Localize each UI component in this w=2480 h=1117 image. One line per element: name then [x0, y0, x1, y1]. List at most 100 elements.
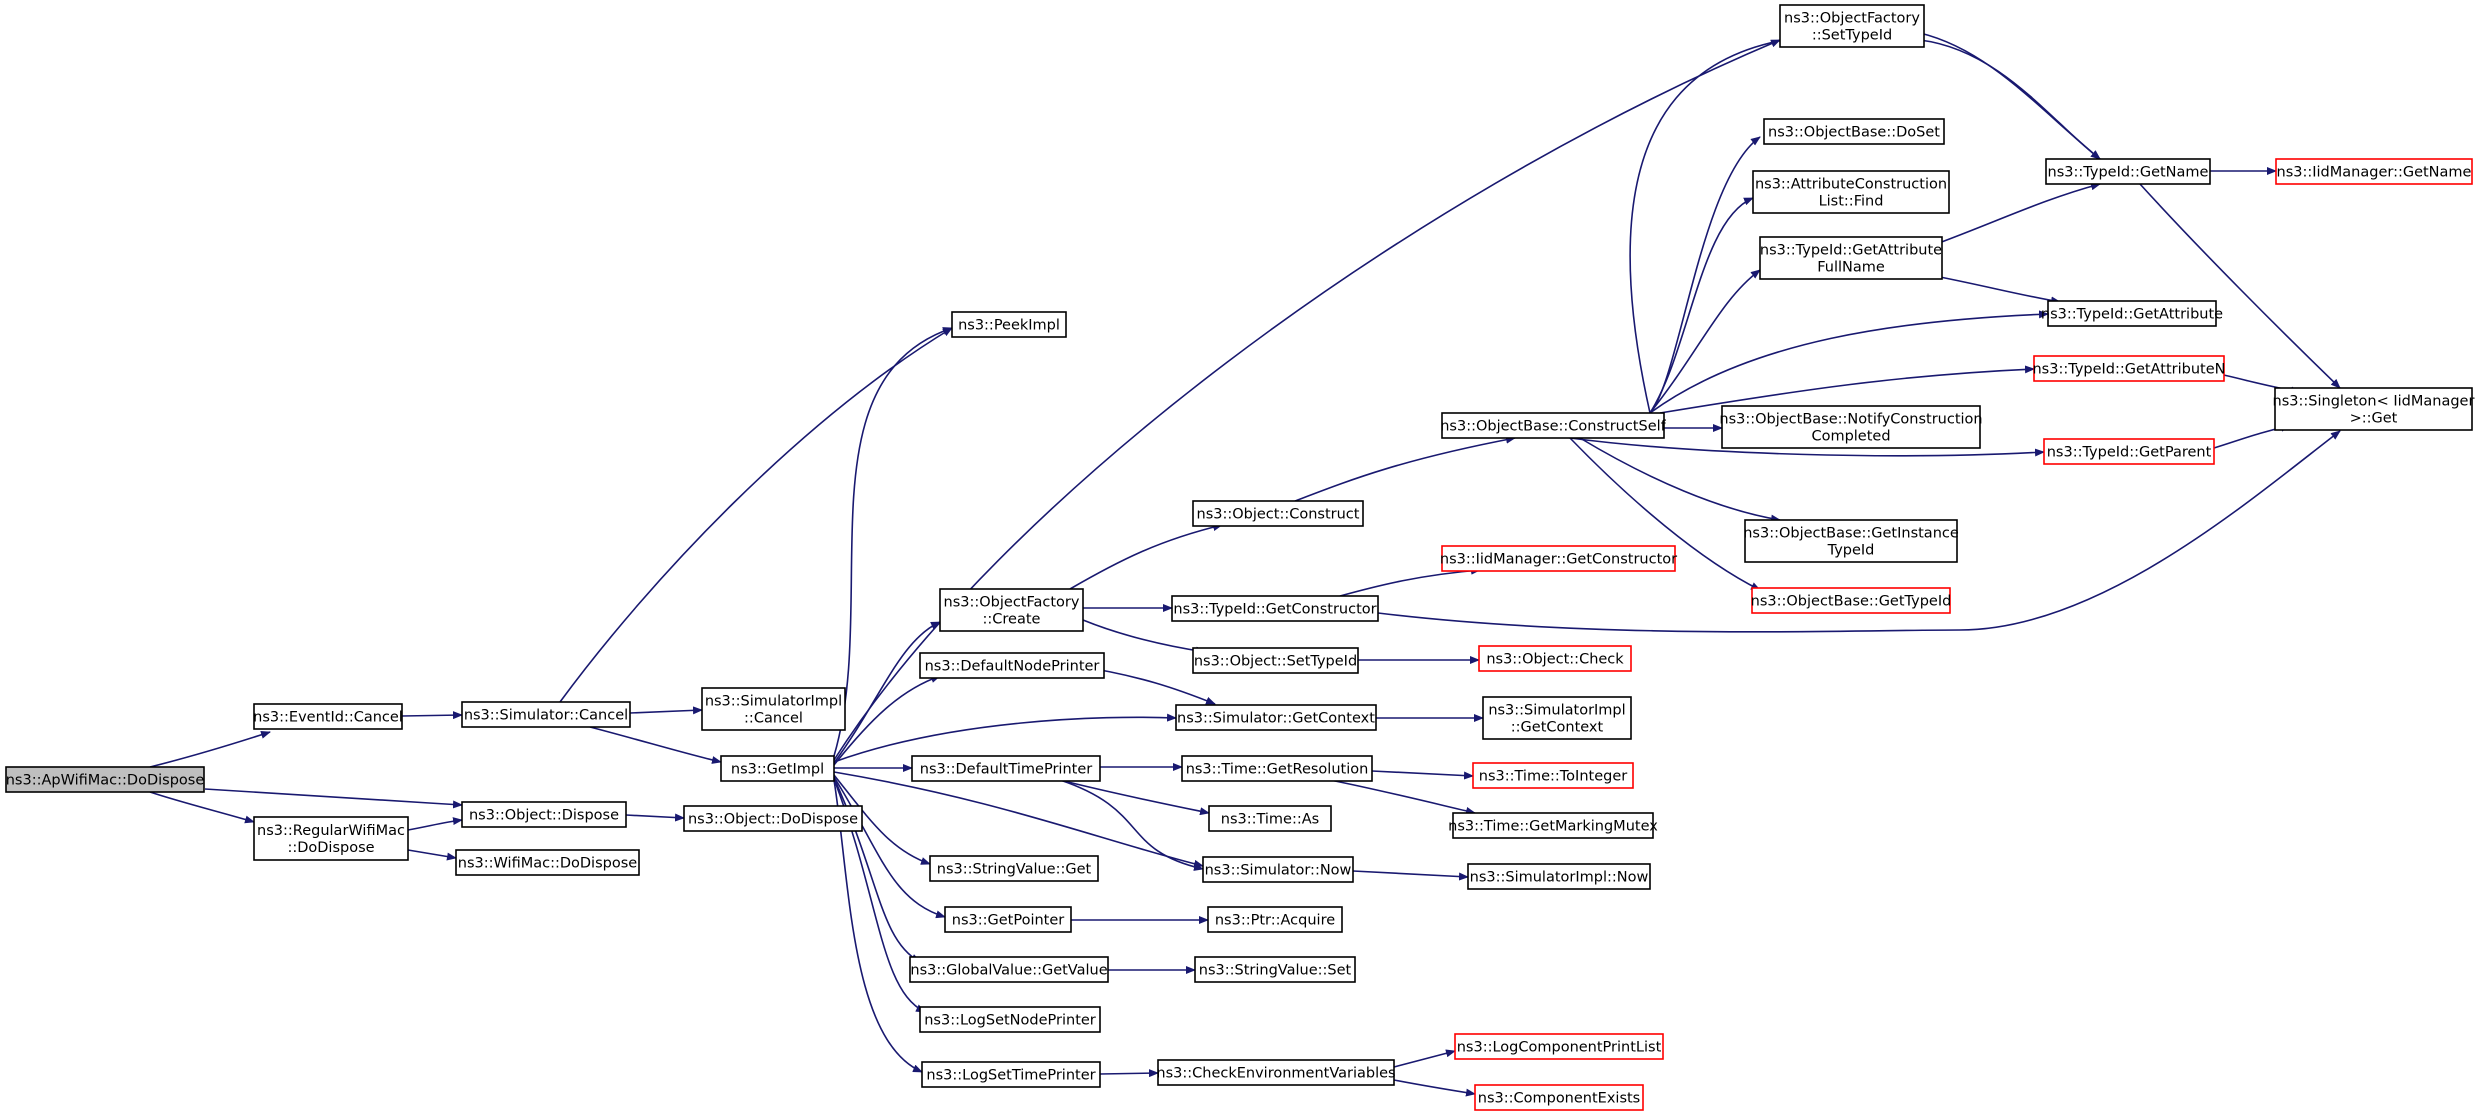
node-component_exists[interactable]: ns3::ComponentExists: [1474, 1084, 1644, 1111]
node-stringvalue_get[interactable]: ns3::StringValue::Get: [929, 855, 1099, 882]
node-singleton_get[interactable]: ns3::Singleton< IidManager>::Get: [2273, 387, 2475, 431]
node-box-time_getresolution[interactable]: [1181, 755, 1373, 782]
node-box-simimpl_now[interactable]: [1467, 863, 1651, 890]
node-stringvalue_set[interactable]: ns3::StringValue::Set: [1194, 956, 1356, 983]
node-simimpl_now[interactable]: ns3::SimulatorImpl::Now: [1467, 863, 1651, 890]
node-typeid_getattribute[interactable]: ns3::TypeId::GetAttribute: [2041, 300, 2223, 327]
node-box-root[interactable]: [5, 766, 205, 793]
node-box-stringvalue_set[interactable]: [1194, 956, 1356, 983]
node-getimpl[interactable]: ns3::GetImpl: [720, 755, 835, 782]
node-box-time_getmarkingmutex[interactable]: [1452, 812, 1654, 839]
node-logsetnodeprinter[interactable]: ns3::LogSetNodePrinter: [919, 1006, 1101, 1033]
node-box-peekimpl[interactable]: [951, 311, 1067, 338]
node-objbase_constructself[interactable]: ns3::ObjectBase::ConstructSelf: [1440, 412, 1667, 439]
node-box-default_node_printer[interactable]: [919, 652, 1105, 679]
node-iid_getconstructor[interactable]: ns3::IidManager::GetConstructor: [1440, 545, 1677, 572]
node-box-sim_now[interactable]: [1202, 856, 1354, 883]
node-box-objbase_gettypeid[interactable]: [1751, 587, 1951, 614]
node-box-obj_dispose[interactable]: [461, 801, 627, 828]
node-box-time_as[interactable]: [1208, 805, 1332, 832]
node-box-sim_getcontext[interactable]: [1175, 704, 1377, 731]
node-iid_getname[interactable]: ns3::IidManager::GetName: [2275, 158, 2473, 185]
node-box-objbase_doset[interactable]: [1763, 118, 1945, 145]
node-box-objfactory_create[interactable]: [939, 588, 1084, 632]
node-objbase_doset[interactable]: ns3::ObjectBase::DoSet: [1763, 118, 1945, 145]
node-box-simimpl_cancel[interactable]: [701, 687, 846, 731]
node-box-obj_dodispose[interactable]: [683, 805, 863, 832]
node-time_as[interactable]: ns3::Time::As: [1208, 805, 1332, 832]
node-globalvalue_getvalue[interactable]: ns3::GlobalValue::GetValue: [909, 956, 1109, 983]
node-objbase_notify[interactable]: ns3::ObjectBase::NotifyConstructionCompl…: [1719, 405, 1983, 449]
node-box-regwifi_dodispose[interactable]: [253, 816, 409, 861]
node-default_time_printer[interactable]: ns3::DefaultTimePrinter: [911, 755, 1101, 782]
node-default_node_printer[interactable]: ns3::DefaultNodePrinter: [919, 652, 1105, 679]
node-regwifi_dodispose[interactable]: ns3::RegularWifiMac::DoDispose: [253, 816, 409, 861]
node-box-wifimac_dodispose[interactable]: [455, 849, 640, 876]
node-box-objbase_notify[interactable]: [1721, 405, 1981, 449]
node-box-singleton_get[interactable]: [2274, 387, 2473, 431]
node-typeid_getparent[interactable]: ns3::TypeId::GetParent: [2043, 438, 2215, 465]
node-box-typeid_getname[interactable]: [2045, 158, 2211, 185]
node-box-globalvalue_getvalue[interactable]: [909, 956, 1109, 983]
node-logcomp_printlist[interactable]: ns3::LogComponentPrintList: [1454, 1033, 1664, 1060]
node-box-logsettimeprinter[interactable]: [921, 1061, 1101, 1088]
node-box-iid_getconstructor[interactable]: [1441, 545, 1676, 572]
node-objfactory_settypeid[interactable]: ns3::ObjectFactory::SetTypeId: [1779, 4, 1925, 48]
node-box-typeid_getattrfullname[interactable]: [1759, 236, 1943, 280]
node-box-sim_cancel[interactable]: [461, 701, 631, 728]
node-box-logsetnodeprinter[interactable]: [919, 1006, 1101, 1033]
node-obj_dodispose[interactable]: ns3::Object::DoDispose: [683, 805, 863, 832]
node-getpointer[interactable]: ns3::GetPointer: [944, 906, 1072, 933]
node-time_getmarkingmutex[interactable]: ns3::Time::GetMarkingMutex: [1448, 812, 1658, 839]
node-sim_getcontext[interactable]: ns3::Simulator::GetContext: [1175, 704, 1377, 731]
node-objbase_gettypeid[interactable]: ns3::ObjectBase::GetTypeId: [1751, 587, 1952, 614]
node-box-default_time_printer[interactable]: [911, 755, 1101, 782]
node-sim_now[interactable]: ns3::Simulator::Now: [1202, 856, 1354, 883]
node-box-getimpl[interactable]: [720, 755, 835, 782]
node-box-objbase_constructself[interactable]: [1441, 412, 1665, 439]
node-box-eventid_cancel[interactable]: [253, 703, 403, 730]
node-box-attrconstr_find[interactable]: [1752, 170, 1950, 214]
node-box-time_tointeger[interactable]: [1472, 762, 1634, 789]
node-objfactory_create[interactable]: ns3::ObjectFactory::Create: [939, 588, 1084, 632]
node-check_env[interactable]: ns3::CheckEnvironmentVariables: [1156, 1059, 1396, 1086]
node-box-check_env[interactable]: [1157, 1059, 1395, 1086]
node-box-typeid_getattribute[interactable]: [2047, 300, 2217, 327]
node-sim_cancel[interactable]: ns3::Simulator::Cancel: [461, 701, 631, 728]
node-box-obj_construct[interactable]: [1192, 500, 1364, 527]
node-typeid_getname[interactable]: ns3::TypeId::GetName: [2045, 158, 2211, 185]
node-box-typeid_getattributen[interactable]: [2033, 355, 2225, 382]
node-box-logcomp_printlist[interactable]: [1454, 1033, 1664, 1060]
node-box-component_exists[interactable]: [1474, 1084, 1644, 1111]
node-time_getresolution[interactable]: ns3::Time::GetResolution: [1181, 755, 1373, 782]
node-box-typeid_getparent[interactable]: [2043, 438, 2215, 465]
node-box-getpointer[interactable]: [944, 906, 1072, 933]
node-root[interactable]: ns3::ApWifiMac::DoDispose: [5, 766, 205, 793]
node-box-objfactory_settypeid[interactable]: [1779, 4, 1925, 48]
node-wifimac_dodispose[interactable]: ns3::WifiMac::DoDispose: [455, 849, 640, 876]
node-typeid_getattributen[interactable]: ns3::TypeId::GetAttributeN: [2032, 355, 2226, 382]
node-logsettimeprinter[interactable]: ns3::LogSetTimePrinter: [921, 1061, 1101, 1088]
node-typeid_getconstructor[interactable]: ns3::TypeId::GetConstructor: [1171, 595, 1379, 622]
node-box-iid_getname[interactable]: [2275, 158, 2473, 185]
node-obj_construct[interactable]: ns3::Object::Construct: [1192, 500, 1364, 527]
node-obj_dispose[interactable]: ns3::Object::Dispose: [461, 801, 627, 828]
node-box-obj_settypeid[interactable]: [1192, 647, 1359, 674]
node-peekimpl[interactable]: ns3::PeekImpl: [951, 311, 1067, 338]
node-obj_check[interactable]: ns3::Object::Check: [1478, 645, 1632, 672]
node-eventid_cancel[interactable]: ns3::EventId::Cancel: [253, 703, 403, 730]
node-box-stringvalue_get[interactable]: [929, 855, 1099, 882]
node-box-obj_check[interactable]: [1478, 645, 1632, 672]
node-obj_settypeid[interactable]: ns3::Object::SetTypeId: [1192, 647, 1359, 674]
node-time_tointeger[interactable]: ns3::Time::ToInteger: [1472, 762, 1634, 789]
node-box-simimpl_getcontext[interactable]: [1482, 696, 1632, 740]
node-box-ptr_acquire[interactable]: [1207, 906, 1343, 933]
node-simimpl_getcontext[interactable]: ns3::SimulatorImpl::GetContext: [1482, 696, 1632, 740]
node-simimpl_cancel[interactable]: ns3::SimulatorImpl::Cancel: [701, 687, 846, 731]
node-box-objbase_getinstancetypeid[interactable]: [1744, 519, 1958, 563]
node-box-typeid_getconstructor[interactable]: [1171, 595, 1379, 622]
node-ptr_acquire[interactable]: ns3::Ptr::Acquire: [1207, 906, 1343, 933]
